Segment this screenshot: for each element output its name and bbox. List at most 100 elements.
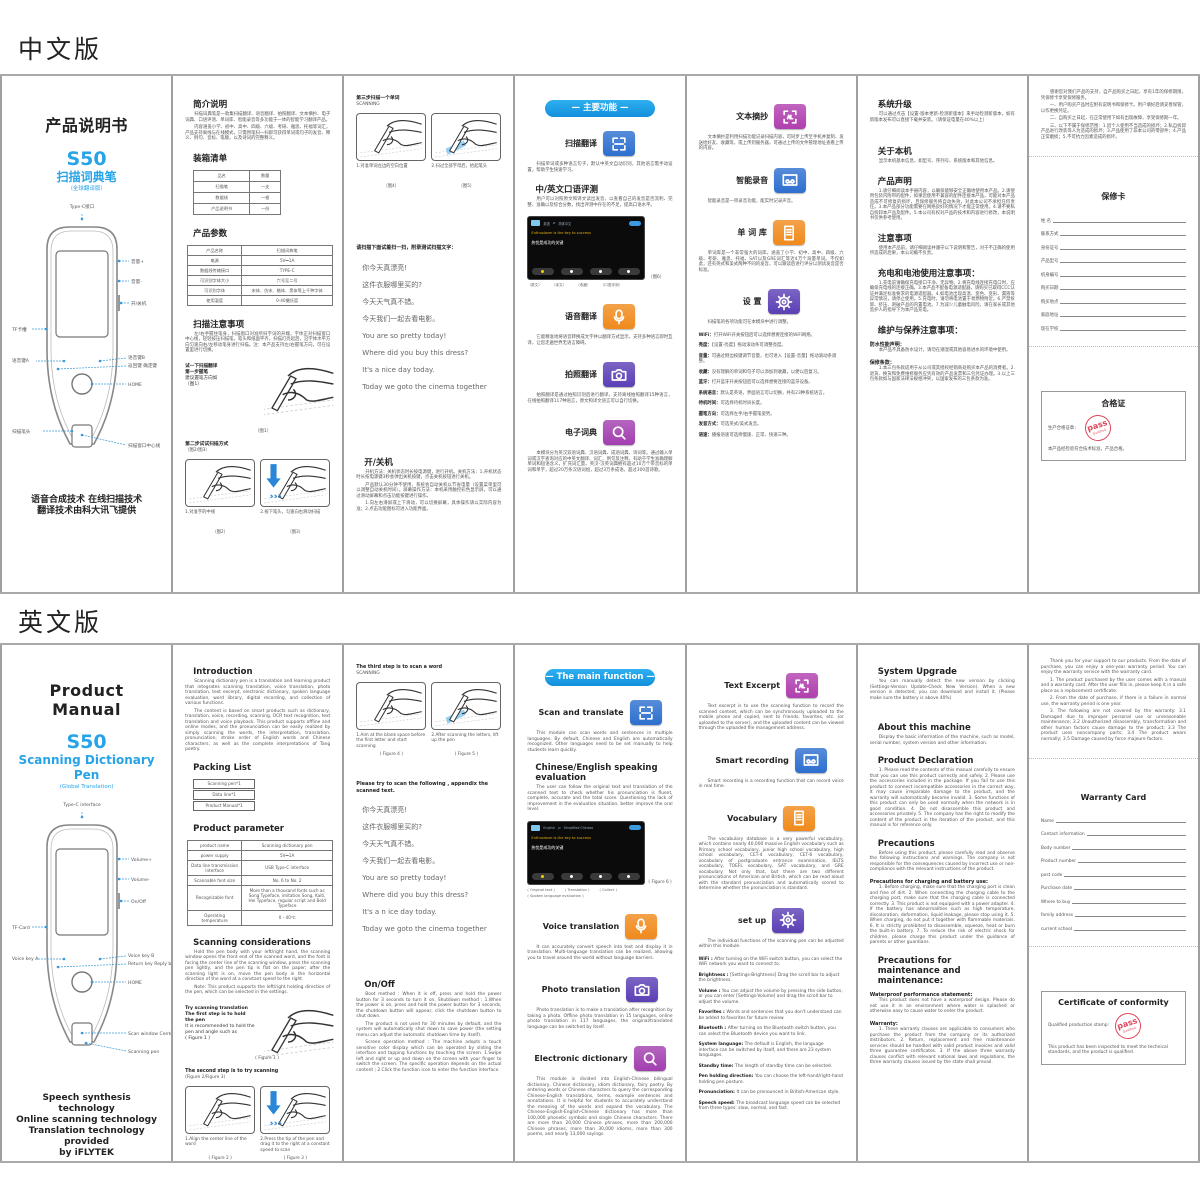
body-paragraph: 1. Before charging, make sure that the c… bbox=[869, 885, 1015, 945]
figure-box bbox=[185, 1086, 256, 1134]
spacer bbox=[356, 757, 501, 777]
original-button bbox=[532, 268, 555, 275]
setting-label: System language: bbox=[698, 1042, 745, 1047]
table-row: 可识别字体大小六号至二号 bbox=[187, 274, 334, 286]
section-heading: 开/关机 bbox=[364, 457, 393, 468]
figure-line: 建议握笔方向如 bbox=[185, 375, 218, 381]
step-subtitle: (Figure 2/Figure 3) bbox=[185, 1075, 226, 1080]
leader-dot bbox=[90, 382, 94, 386]
feature-heading: Voice translation bbox=[527, 913, 672, 939]
feature-heading: 语音翻译 bbox=[527, 304, 672, 329]
direction-chevrons-icon bbox=[270, 493, 282, 498]
section-heading: 装箱清单 bbox=[193, 153, 228, 164]
manual-panel-7: Thank you for your support to our produc… bbox=[1026, 645, 1200, 1161]
leader-dot bbox=[84, 1041, 88, 1045]
table-cell: 产品名称 bbox=[187, 244, 243, 256]
setting-label: WiFi : bbox=[698, 956, 715, 962]
leader-dot bbox=[44, 327, 48, 331]
table-cell: Scannable font size bbox=[187, 874, 243, 886]
feature-title: Text Excerpt bbox=[724, 681, 781, 690]
record-icon bbox=[774, 167, 807, 193]
setting-text: The broadcast language speed can be sele… bbox=[698, 1100, 841, 1112]
section-heading: Product Declaration bbox=[877, 756, 974, 766]
table-cell: product name bbox=[187, 839, 243, 851]
leader-dot bbox=[80, 1031, 84, 1035]
body-paragraph: 三、以下不属于保修范围：1.因个人使用不当造成的损坏；2.私自拆卸产品进行改装等… bbox=[1040, 123, 1186, 140]
form-field: 家庭地址 bbox=[1041, 305, 1186, 318]
setting-label: Pronunciation: bbox=[698, 1090, 737, 1095]
form-field: Product number bbox=[1040, 851, 1186, 864]
step-title: The third step is to scan a word bbox=[356, 665, 443, 670]
feature-title: Voice translation bbox=[542, 921, 620, 931]
body-paragraph: Scanning dictionary pen is a translation… bbox=[185, 679, 331, 706]
field-label: Product number bbox=[1040, 859, 1077, 864]
body-paragraph: Photo translation is to make a translati… bbox=[527, 1008, 673, 1030]
feature-title: 电子词典 bbox=[564, 428, 597, 437]
body-paragraph: 二、自购买之日起，在正常使用下如有出现故障，享受保修期一年。 bbox=[1049, 116, 1182, 121]
setting-item: 握笔方向：可选择左手/右手握笔姿势。 bbox=[699, 412, 844, 418]
mic-icon bbox=[625, 913, 658, 939]
figure-caption: 1.Align the center line of the word bbox=[185, 1137, 247, 1148]
sample-line: Today we goto the cinema together bbox=[362, 925, 487, 933]
feature-title: 单 词 库 bbox=[737, 228, 767, 237]
sample-line: 今天我们一起去看电影。 bbox=[362, 314, 440, 323]
figure-pair: 1.Aim at the blank space before the firs… bbox=[356, 682, 502, 757]
swap-icon: ⇄ bbox=[552, 221, 556, 225]
table-cell: 扫描词典笔 bbox=[241, 244, 334, 256]
figure-box bbox=[185, 458, 256, 507]
setting-label: 音量： bbox=[698, 353, 712, 359]
credit-line: Speech synthesis technology bbox=[42, 1093, 131, 1114]
form-field: Where to buy bbox=[1041, 891, 1186, 905]
search-icon bbox=[602, 420, 635, 445]
section-heading: 中/英文口语评测 bbox=[535, 185, 599, 195]
screen-top-bar: English⇄Simplified Chinese bbox=[531, 824, 642, 831]
source-language: English bbox=[543, 825, 555, 830]
body-paragraph: The content is based on smart products s… bbox=[185, 708, 331, 753]
field-label: current school bbox=[1040, 926, 1073, 932]
hand-pen-illustration bbox=[264, 1009, 334, 1057]
hand-pen-illustration bbox=[189, 1093, 251, 1131]
original-button bbox=[532, 872, 555, 880]
home-button bbox=[71, 971, 93, 993]
hand-shape bbox=[382, 120, 423, 147]
table-row: 产品名称扫描词典笔 bbox=[187, 244, 334, 256]
product-name: 扫描词典笔 bbox=[56, 170, 117, 184]
subheading: 请扫描下面试着扫一扫，附录测试扫描文字： bbox=[356, 245, 457, 251]
feature-heading: 电子词典 bbox=[527, 420, 672, 445]
subheading: Warranty: bbox=[869, 1020, 898, 1027]
feature-title: 语音翻译 bbox=[564, 312, 597, 321]
figure-label: （图5） bbox=[458, 184, 475, 189]
body-paragraph: 1.本三包条款适用于从公司或其授权经销商处购买本产品的消费者。2.退货、换货和免… bbox=[869, 366, 1015, 382]
leader-line bbox=[99, 357, 127, 362]
table-cell: 5V⎓1A bbox=[241, 849, 334, 861]
stamp-label: Qualified production stamp: bbox=[1047, 1023, 1110, 1028]
figure: 2.扫过全部字母后，抬起笔头（图5） bbox=[431, 113, 502, 189]
table-cell: 六号至二号 bbox=[241, 274, 334, 286]
figure-box bbox=[260, 458, 331, 507]
label-back: 返回键 确定键 bbox=[128, 362, 157, 369]
setting-item: 待机时间：可选择待机时间长度。 bbox=[699, 401, 844, 407]
field-label: 联系方式 bbox=[1040, 232, 1059, 237]
figure-caption: 1.Aim at the blank space before the firs… bbox=[356, 733, 426, 749]
body-paragraph: 1. The product purchased by the user com… bbox=[1040, 677, 1186, 694]
table-cell: 一根 bbox=[249, 191, 282, 204]
sample-line: Where did you buy this dress? bbox=[362, 348, 469, 357]
subheading: Precautions for charging and battery use… bbox=[869, 878, 989, 885]
pen-body-inner bbox=[50, 230, 114, 440]
leader-dot bbox=[80, 433, 84, 437]
section-heading: 充电和电池使用注意事项： bbox=[877, 268, 980, 279]
field-line bbox=[1060, 248, 1186, 250]
manual-title: Product Manual bbox=[49, 681, 124, 719]
hand-shape bbox=[211, 465, 251, 492]
field-label: 姓 名 bbox=[1040, 218, 1052, 224]
